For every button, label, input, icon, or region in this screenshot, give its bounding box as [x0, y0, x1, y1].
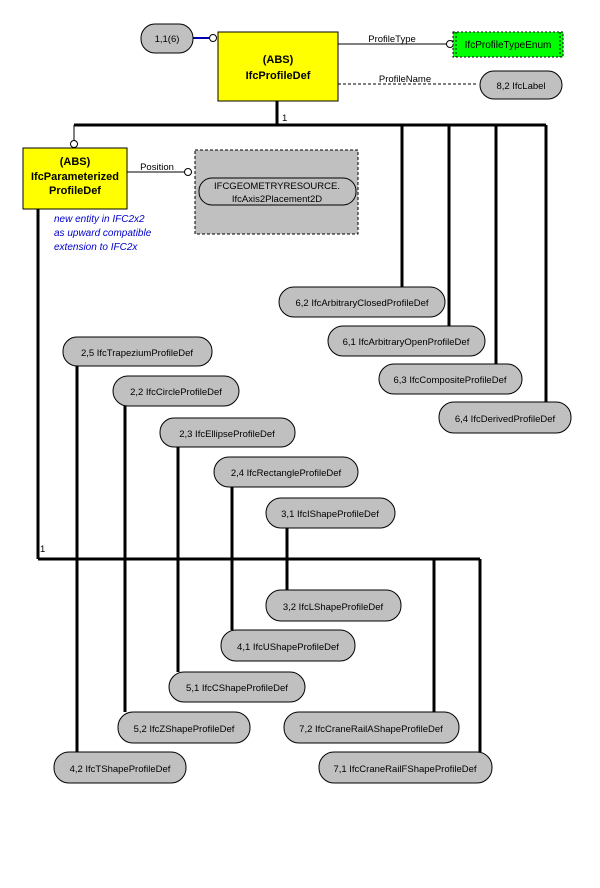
subtype-pills: 6,2 IfcArbitraryClosedProfileDef 6,1 Ifc…: [53, 286, 572, 784]
note-line-2: as upward compatible: [54, 228, 152, 239]
subtype-label: 7,2 IfcCraneRailAShapeProfileDef: [299, 724, 443, 735]
subtype-trapezium[interactable]: 2,5 IfcTrapeziumProfileDef: [62, 336, 213, 367]
subtype-label: 2,5 IfcTrapeziumProfileDef: [81, 348, 193, 359]
ref-top-pill[interactable]: 1,1(6): [140, 23, 194, 54]
geometry-ref-box[interactable]: IFCGEOMETRYRESOURCE. IfcAxis2Placement2D: [194, 149, 359, 235]
subtype-label: 6,4 IfcDerivedProfileDef: [455, 414, 556, 425]
subtype-label: 5,1 IfcCShapeProfileDef: [186, 683, 288, 694]
subtype-cshape[interactable]: 5,1 IfcCShapeProfileDef: [168, 671, 306, 703]
subtype-label: 7,1 IfcCraneRailFShapeProfileDef: [333, 764, 476, 775]
subtype-label: 2,4 IfcRectangleProfileDef: [231, 468, 342, 479]
ifc2x2-note: new entity in IFC2x2 as upward compatibl…: [54, 214, 152, 253]
subtype-label: 4,1 IfcUShapeProfileDef: [237, 642, 339, 653]
subtype-arbitrary-open[interactable]: 6,1 IfcArbitraryOpenProfileDef: [327, 325, 486, 357]
root-name-label: IfcProfileDef: [246, 70, 311, 82]
profiletype-label: ProfileType: [368, 34, 416, 45]
param-name-line1: IfcParameterized: [31, 171, 119, 183]
circle-param: [70, 140, 78, 148]
circle-ref: [209, 34, 217, 42]
param-abs-label: (ABS): [60, 156, 91, 168]
subtype-composite[interactable]: 6,3 IfcCompositeProfileDef: [378, 363, 523, 395]
subtype-ishape[interactable]: 3,1 IfcIShapeProfileDef: [265, 497, 396, 529]
profiletype-enum-label: IfcProfileTypeEnum: [465, 40, 552, 51]
circle-profiletype: [446, 40, 454, 48]
circle-position: [184, 168, 192, 176]
subtype-label: 4,2 IfcTShapeProfileDef: [70, 764, 171, 775]
cardinality-top: 1: [282, 113, 287, 124]
subtype-label: 3,2 IfcLShapeProfileDef: [283, 602, 384, 613]
profilename-label: ProfileName: [379, 74, 431, 85]
subtype-label: 6,2 IfcArbitraryClosedProfileDef: [295, 298, 428, 309]
parameterized-entity-box[interactable]: (ABS) IfcParameterized ProfileDef: [22, 147, 128, 210]
subtype-zshape[interactable]: 5,2 IfcZShapeProfileDef: [117, 711, 251, 744]
subtype-tshape[interactable]: 4,2 IfcTShapeProfileDef: [53, 751, 187, 784]
position-label: Position: [140, 162, 174, 173]
root-entity-box[interactable]: (ABS) IfcProfileDef: [217, 31, 339, 102]
subtype-label: 3,1 IfcIShapeProfileDef: [281, 509, 379, 520]
subtype-label: 2,2 IfcCircleProfileDef: [130, 387, 222, 398]
geometry-ref-line1: IFCGEOMETRYRESOURCE.: [214, 181, 340, 192]
subtype-label: 5,2 IfcZShapeProfileDef: [134, 724, 235, 735]
ref-top-label: 1,1(6): [155, 34, 180, 45]
subtype-label: 6,1 IfcArbitraryOpenProfileDef: [343, 337, 470, 348]
subtype-lshape[interactable]: 3,2 IfcLShapeProfileDef: [265, 589, 402, 622]
profiletype-enum-box[interactable]: IfcProfileTypeEnum: [452, 31, 564, 58]
note-line-3: extension to IFC2x: [54, 242, 138, 253]
subtype-label: 2,3 IfcEllipseProfileDef: [179, 429, 275, 440]
geometry-ref-line2: IfcAxis2Placement2D: [232, 194, 322, 205]
connector-lines: [36, 37, 548, 752]
param-name-line2: ProfileDef: [49, 185, 101, 197]
subtype-derived[interactable]: 6,4 IfcDerivedProfileDef: [438, 401, 572, 434]
subtype-label: 6,3 IfcCompositeProfileDef: [394, 375, 507, 386]
subtype-ushape[interactable]: 4,1 IfcUShapeProfileDef: [220, 629, 356, 662]
subtype-ellipse[interactable]: 2,3 IfcEllipseProfileDef: [159, 417, 296, 448]
cardinality-param: 1: [40, 544, 45, 555]
subtype-crane-a[interactable]: 7,2 IfcCraneRailAShapeProfileDef: [283, 711, 460, 744]
ifclabel-label: 8,2 IfcLabel: [496, 81, 545, 92]
subtype-rectangle[interactable]: 2,4 IfcRectangleProfileDef: [213, 456, 359, 488]
ifclabel-pill[interactable]: 8,2 IfcLabel: [479, 70, 563, 100]
root-abs-label: (ABS): [263, 54, 294, 66]
subtype-arbitrary-closed[interactable]: 6,2 IfcArbitraryClosedProfileDef: [278, 286, 446, 318]
subtype-circle[interactable]: 2,2 IfcCircleProfileDef: [112, 375, 240, 407]
note-line-1: new entity in IFC2x2: [54, 214, 145, 225]
subtype-crane-f[interactable]: 7,1 IfcCraneRailFShapeProfileDef: [318, 751, 493, 784]
